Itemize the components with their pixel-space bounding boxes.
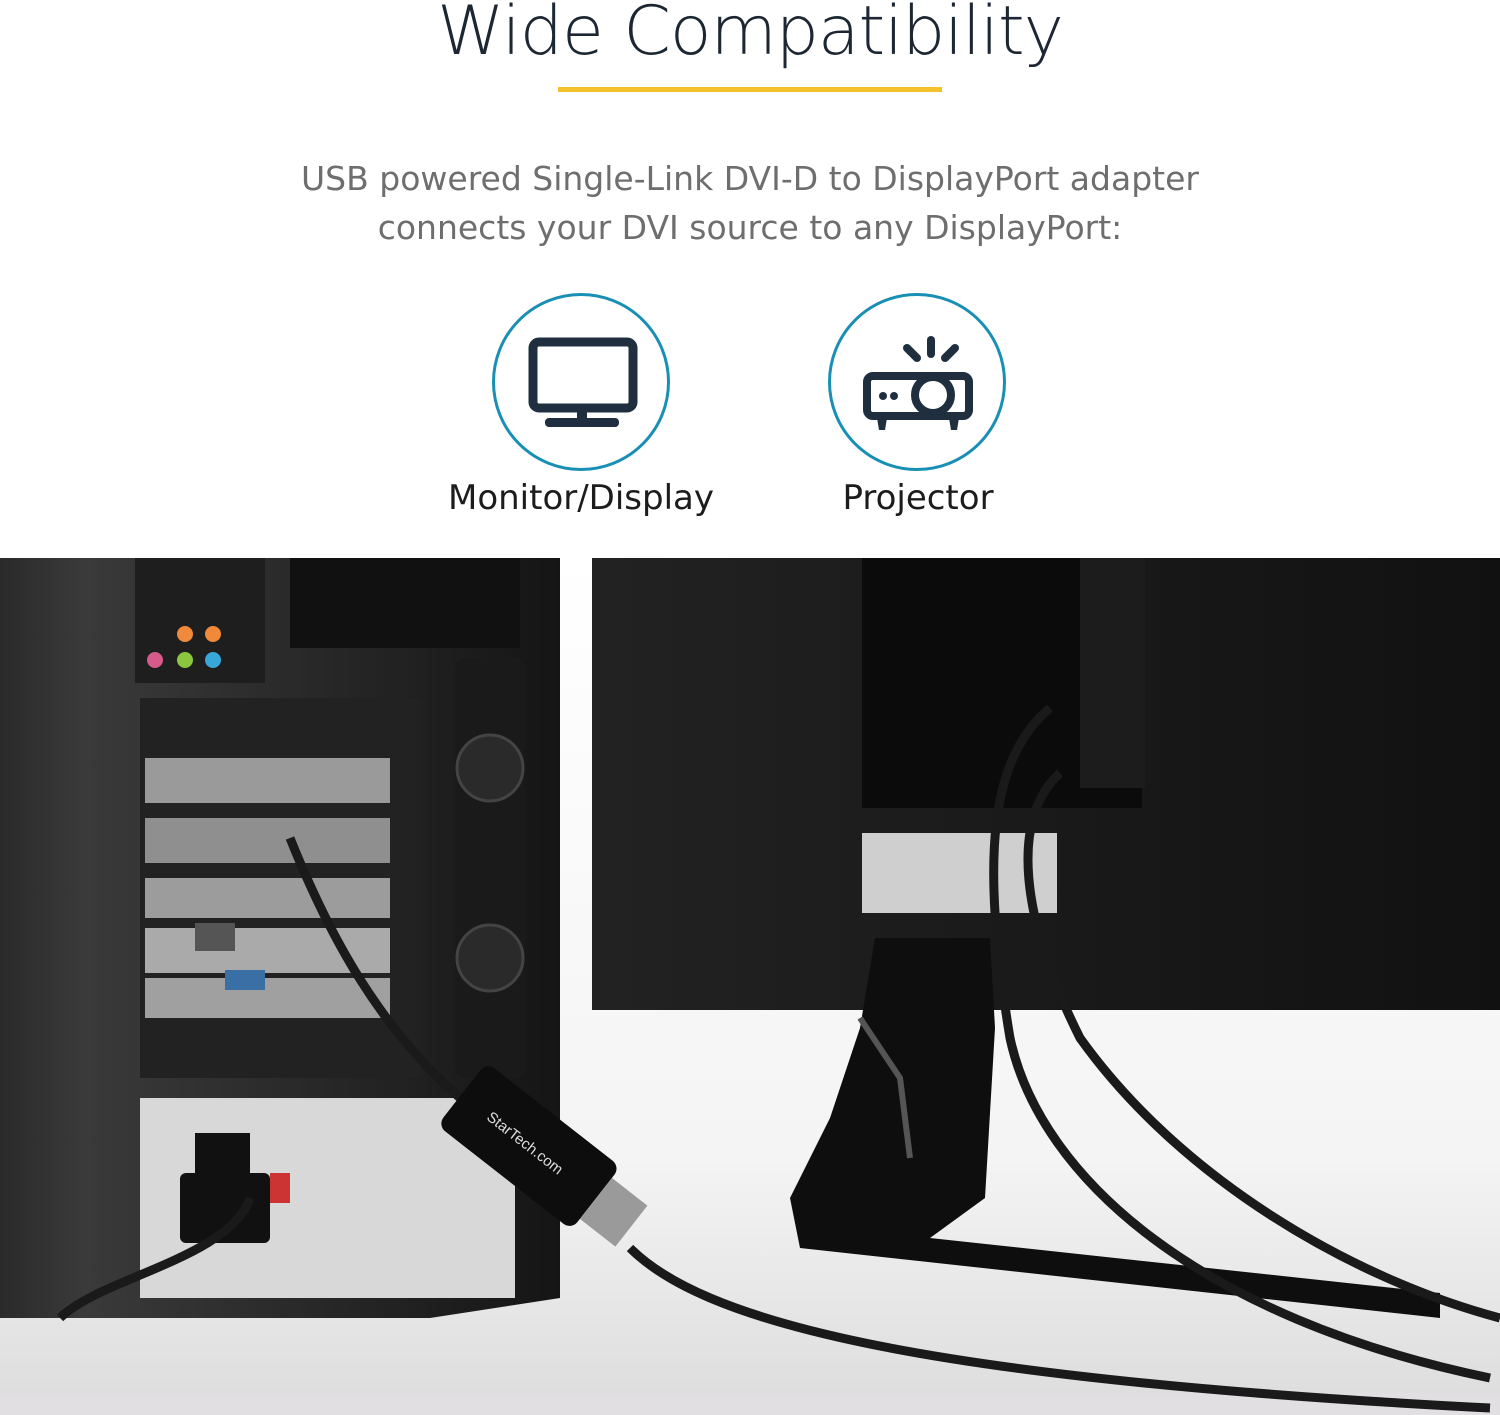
monitor-icon xyxy=(528,337,638,427)
projector-icon-badge xyxy=(828,293,1006,471)
title-underline xyxy=(558,87,942,92)
description: USB powered Single-Link DVI-D to Display… xyxy=(0,154,1500,252)
description-line-1: USB powered Single-Link DVI-D to Display… xyxy=(301,159,1199,198)
page-title: Wide Compatibility xyxy=(437,0,1064,71)
description-line-2: connects your DVI source to any DisplayP… xyxy=(377,208,1123,247)
displayport-adapter: StarTech.com xyxy=(441,1066,648,1247)
projector-icon xyxy=(863,336,973,430)
monitor xyxy=(592,558,1500,1318)
monitor-label: Monitor/Display xyxy=(447,478,715,518)
cables xyxy=(56,704,1500,1413)
monitor-icon-badge xyxy=(492,293,670,471)
projector-label: Projector xyxy=(842,478,994,518)
pc-tower xyxy=(0,558,560,1318)
product-photo: StarTech.com xyxy=(0,558,1500,1415)
